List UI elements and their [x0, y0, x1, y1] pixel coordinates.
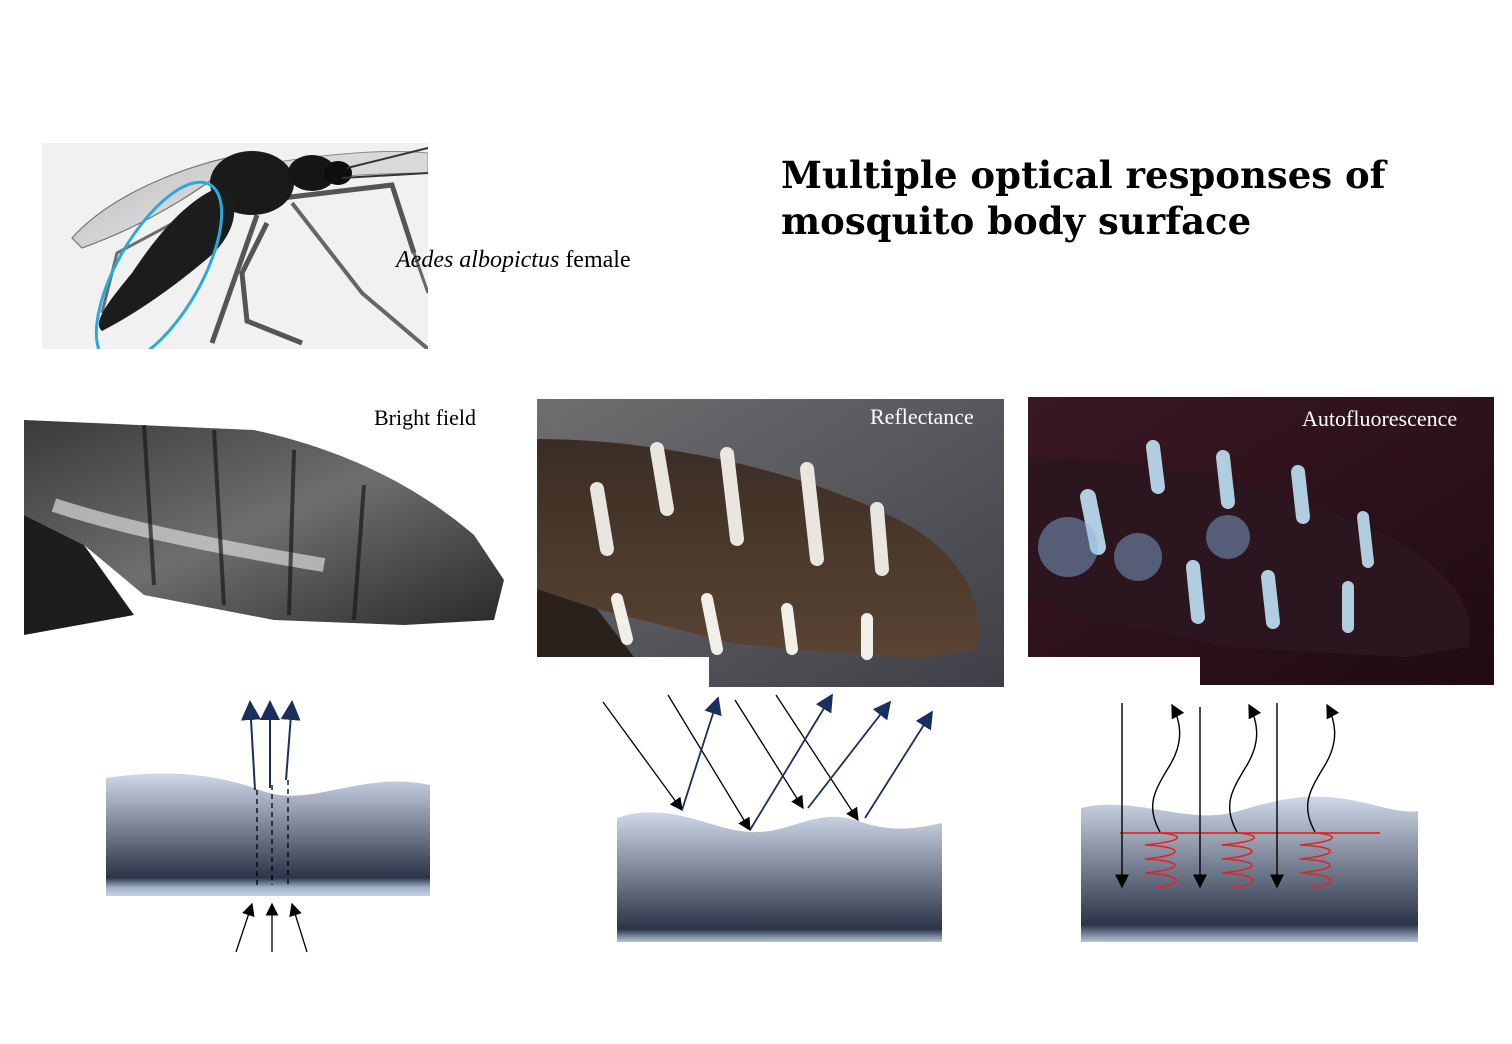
species-label: Aedes albopictus female — [396, 247, 631, 274]
mosquito-photo — [42, 143, 428, 349]
abdomen-brightfield-photo — [24, 415, 514, 635]
title-line-1: Multiple optical responses of — [781, 153, 1386, 197]
bright-field-diagram — [100, 690, 440, 960]
reflectance-diagram — [600, 690, 950, 950]
species-sex: female — [565, 247, 631, 273]
panel-label-reflectance: Reflectance — [870, 404, 974, 429]
surface-slab — [1081, 796, 1418, 942]
abdomen-autofluorescence-photo — [1028, 397, 1494, 685]
panel-label-autofluorescence: Autofluorescence — [1302, 406, 1458, 431]
panel-label-bright-field: Bright field — [374, 405, 477, 430]
title-line-2: mosquito body surface — [781, 199, 1252, 243]
autofluorescence-diagram — [1075, 695, 1425, 950]
surface-slab — [106, 773, 430, 896]
abdomen-reflectance-photo — [537, 399, 1004, 687]
species-name: Aedes albopictus — [396, 247, 560, 273]
surface-slab — [617, 812, 942, 942]
page-title: Multiple optical responses of mosquito b… — [781, 152, 1421, 244]
